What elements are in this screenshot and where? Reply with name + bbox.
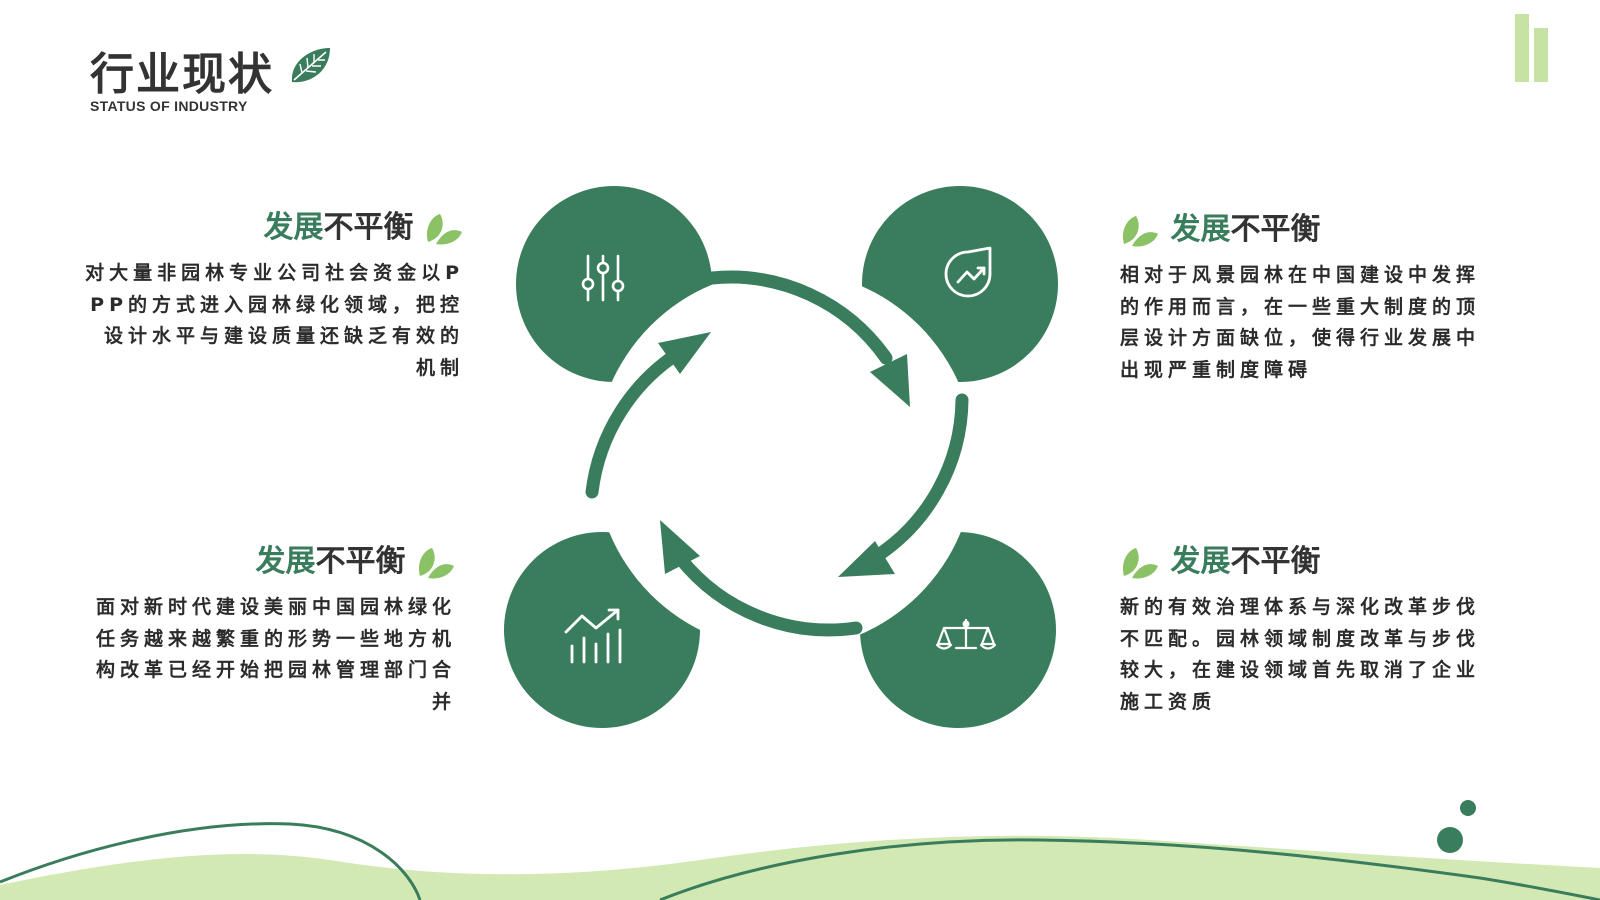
leaf-pair-icon bbox=[1122, 215, 1158, 246]
heading-green-part: 发展 bbox=[255, 544, 316, 579]
block-body: 对大量非园林专业公司社会资金以PPP的方式进入园林绿化领域，把控设计水平与建设质… bbox=[85, 262, 464, 379]
text-block-bottom-right: 发展不平衡 新的有效治理体系与深化改革步伐不匹配。园林领域制度改革与步伐较大，在… bbox=[1120, 542, 1500, 718]
block-body: 相对于风景园林在中国建设中发挥的作用而言，在一些重大制度的顶层设计方面缺位，使得… bbox=[1120, 264, 1481, 381]
corner-bars-decoration bbox=[1515, 14, 1548, 82]
heading-green-part: 发展 bbox=[1170, 212, 1231, 247]
block-heading: 发展不平衡 bbox=[1120, 542, 1500, 582]
block-heading: 发展不平衡 bbox=[76, 542, 456, 582]
leaf-icon bbox=[291, 48, 330, 83]
leaf-pair-icon bbox=[1122, 547, 1158, 578]
arrow-arc-right bbox=[867, 393, 969, 565]
heading-green-part: 发展 bbox=[1170, 544, 1231, 579]
circle-bottom-left bbox=[504, 532, 700, 728]
bar-chart-trend-icon bbox=[564, 608, 622, 664]
page-title: 行业现状 bbox=[90, 49, 274, 100]
heading-dark-part: 不平衡 bbox=[1230, 212, 1321, 247]
balance-scale-icon bbox=[935, 618, 997, 650]
heading-green-part: 发展 bbox=[263, 210, 324, 245]
heading-dark-part: 不平衡 bbox=[1230, 544, 1321, 579]
corner-circles bbox=[504, 186, 1058, 728]
leaf-pair-icon bbox=[418, 547, 454, 578]
arrow-head-top bbox=[870, 354, 910, 407]
arrow-arc-left bbox=[585, 345, 687, 499]
page-subtitle: STATUS OF INDUSTRY bbox=[90, 98, 248, 114]
circle-bottom-right bbox=[860, 532, 1056, 728]
heading-dark-part: 不平衡 bbox=[323, 210, 414, 245]
arrow-arc-top bbox=[705, 270, 893, 365]
block-heading: 发展不平衡 bbox=[84, 208, 464, 248]
heading-dark-part: 不平衡 bbox=[315, 544, 406, 579]
arrow-arc-bottom bbox=[673, 551, 863, 637]
block-body: 新的有效治理体系与深化改革步伐不匹配。园林领域制度改革与步伐较大，在建设领域首先… bbox=[1120, 596, 1481, 713]
block-heading: 发展不平衡 bbox=[1120, 210, 1500, 250]
water-drop-chart-icon bbox=[944, 246, 992, 298]
block-body: 面对新时代建设美丽中国园林绿化任务越来越繁重的形势一些地方机构改革已经开始把园林… bbox=[95, 596, 456, 713]
bottom-wave-decoration bbox=[0, 800, 1600, 900]
arrow-head-right bbox=[838, 541, 895, 577]
text-block-top-left: 发展不平衡 对大量非园林专业公司社会资金以PPP的方式进入园林绿化领域，把控设计… bbox=[84, 208, 464, 384]
text-block-bottom-left: 发展不平衡 面对新时代建设美丽中国园林绿化任务越来越繁重的形势一些地方机构改革已… bbox=[76, 542, 456, 718]
text-block-top-right: 发展不平衡 相对于风景园林在中国建设中发挥的作用而言，在一些重大制度的顶层设计方… bbox=[1120, 210, 1500, 386]
circle-top-right bbox=[862, 186, 1058, 382]
leaf-pair-icon bbox=[426, 213, 462, 244]
sliders-icon bbox=[581, 254, 625, 302]
cycle-arrows bbox=[585, 270, 969, 637]
cycle-diagram bbox=[504, 186, 1058, 728]
arrow-head-bottom bbox=[660, 520, 700, 574]
arrow-head-left bbox=[658, 332, 711, 374]
